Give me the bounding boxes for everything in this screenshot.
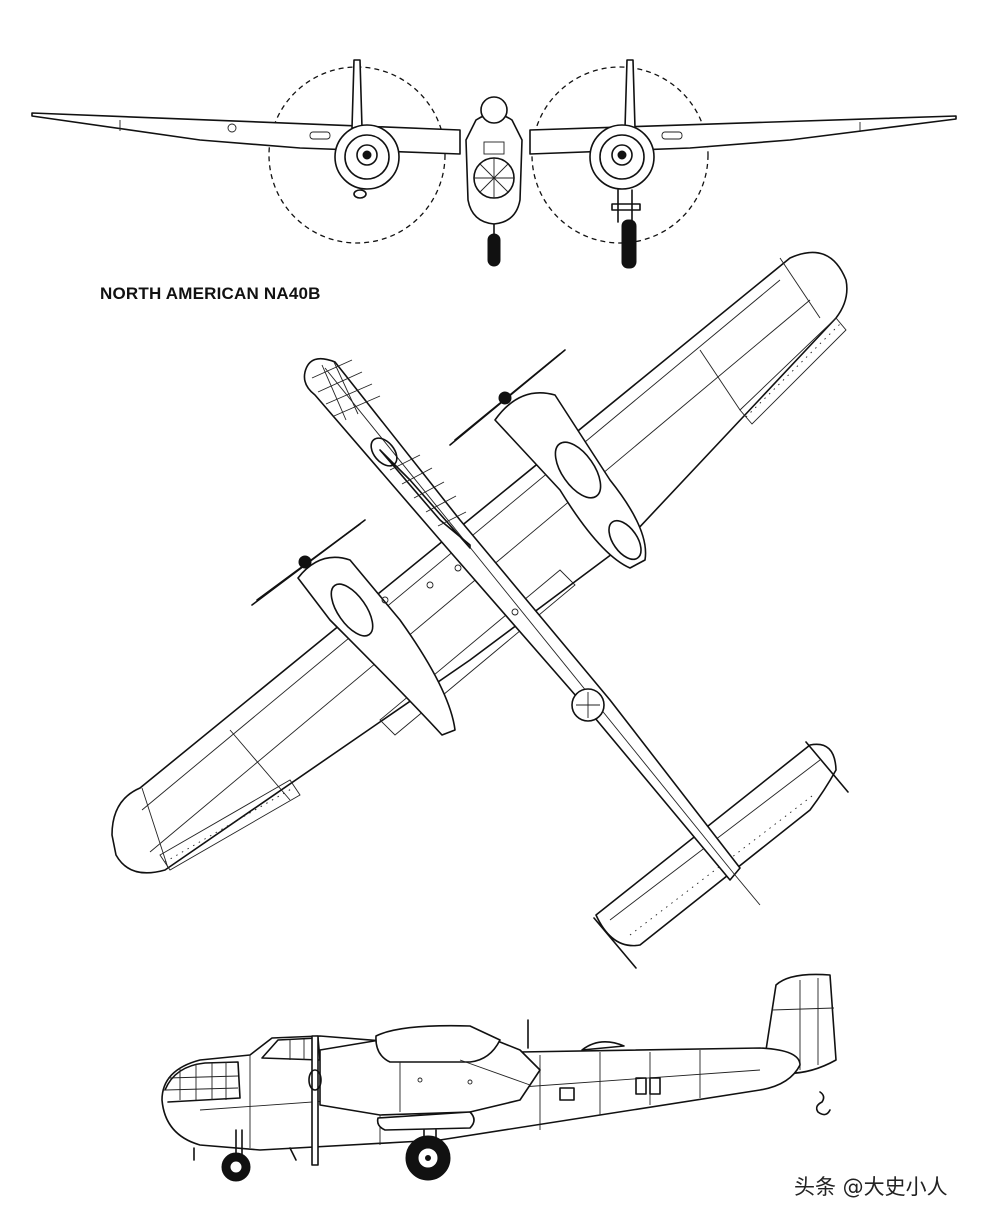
drawing-title: NORTH AMERICAN NA40B — [100, 284, 321, 303]
watermark-text: 头条 @大史小人 — [794, 1175, 948, 1199]
front-view — [31, 59, 957, 269]
right-propeller-arc — [531, 66, 709, 244]
front-turret — [480, 96, 508, 124]
front-nose-wheel — [487, 233, 501, 267]
front-main-wheel — [621, 219, 637, 269]
plan-right-nacelle — [494, 391, 647, 569]
plan-left-nacelle — [297, 556, 456, 736]
plan-view — [111, 251, 849, 969]
side-propeller — [311, 1035, 319, 1166]
side-view — [161, 973, 837, 1182]
